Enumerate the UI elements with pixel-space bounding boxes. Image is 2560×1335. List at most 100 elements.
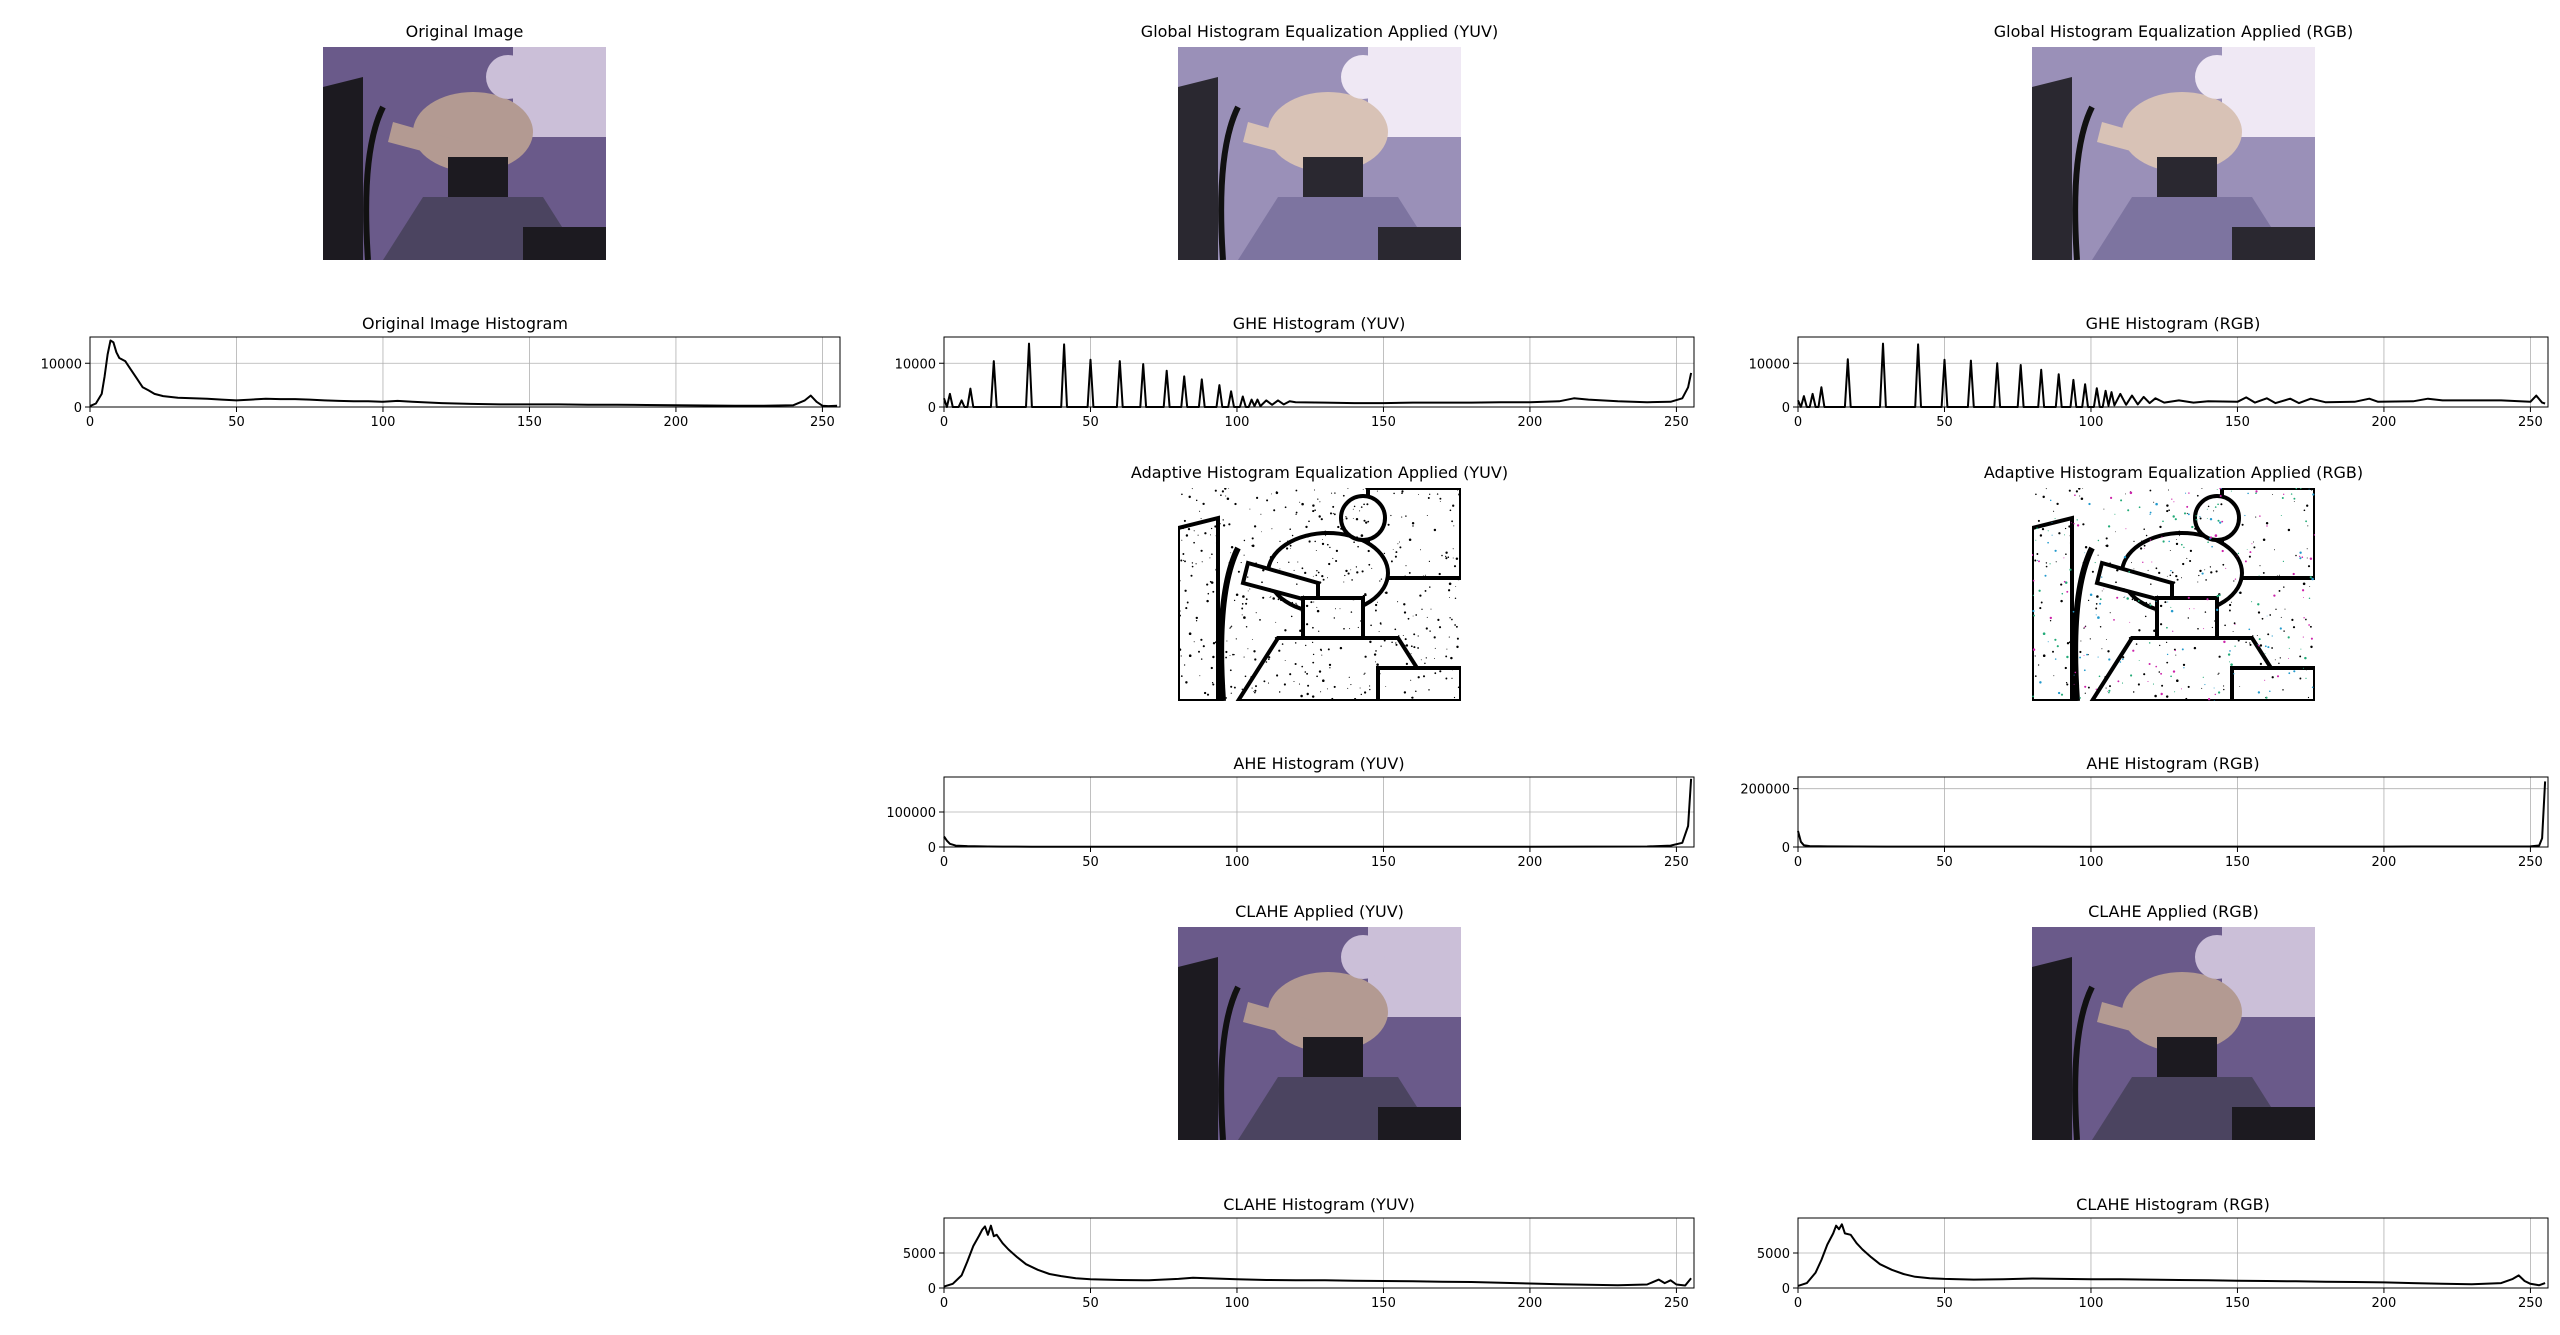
histogram-title: AHE Histogram (YUV) [1233, 754, 1404, 773]
texture-dot [2148, 642, 2151, 644]
texture-dot [2160, 672, 2163, 675]
x-tick-label: 200 [2372, 855, 2397, 870]
texture-dot [1284, 629, 1287, 632]
texture-dot [1321, 542, 1325, 546]
image-title: CLAHE Applied (RGB) [2088, 902, 2259, 921]
texture-dot [2032, 695, 2035, 698]
texture-dot [1387, 523, 1390, 526]
texture-dot [2170, 609, 2174, 613]
texture-dot [1298, 683, 1301, 685]
texture-dot [2183, 546, 2185, 549]
texture-dot [2256, 635, 2258, 636]
texture-dot [2258, 638, 2261, 641]
texture-dot [1183, 664, 1186, 666]
texture-dot [1202, 645, 1205, 648]
texture-dot [2215, 570, 2218, 573]
texture-dot [2189, 549, 2193, 553]
texture-dot [2201, 572, 2204, 575]
texture-dot [2191, 525, 2194, 529]
texture-dot [1249, 508, 1251, 510]
texture-dot [2223, 685, 2225, 687]
texture-dot [2070, 550, 2073, 553]
texture-dot [1441, 488, 1444, 490]
texture-dot [1398, 635, 1400, 637]
texture-dot [1452, 504, 1455, 507]
texture-dot [2199, 569, 2202, 573]
texture-dot [2155, 665, 2158, 668]
photo-chair [323, 77, 363, 260]
texture-dot [2230, 601, 2232, 603]
x-tick-label: 100 [371, 415, 396, 430]
texture-dot [2125, 528, 2127, 530]
texture-dot [1333, 617, 1335, 619]
texture-dot [2036, 559, 2039, 561]
texture-dot [1394, 628, 1397, 631]
texture-dot [1293, 680, 1295, 683]
histogram-title: CLAHE Histogram (RGB) [2076, 1195, 2270, 1214]
texture-dot [1206, 693, 1210, 696]
texture-dot [1368, 563, 1371, 566]
texture-dot [1225, 495, 1227, 497]
x-tick-label: 0 [940, 415, 948, 430]
texture-dot [1382, 555, 1384, 557]
texture-dot [1214, 525, 1217, 528]
x-tick-label: 150 [1371, 415, 1396, 430]
texture-dot [2204, 611, 2207, 613]
texture-dot [1226, 640, 1228, 642]
texture-dot [1453, 696, 1456, 699]
texture-dot [1454, 624, 1456, 626]
texture-dot [2095, 603, 2098, 605]
texture-dot [1301, 600, 1303, 602]
texture-dot [1295, 602, 1297, 605]
texture-dot [2084, 545, 2088, 549]
texture-dot [2099, 625, 2102, 628]
texture-dot [2230, 490, 2232, 492]
texture-dot [2194, 527, 2197, 530]
texture-dot [2213, 510, 2215, 512]
texture-dot [1316, 569, 1318, 572]
panel-ghe-yuv-image: Global Histogram Equalization Applied (Y… [1141, 22, 1498, 260]
texture-dot [2135, 643, 2138, 645]
texture-dot [2149, 602, 2151, 605]
texture-dot [2264, 697, 2266, 699]
x-tick-label: 150 [2225, 1296, 2250, 1311]
texture-dot [2238, 521, 2240, 523]
plot-frame [89, 336, 841, 408]
texture-dot [1311, 695, 1315, 698]
texture-dot [1328, 562, 1331, 566]
x-tick-label: 100 [2079, 415, 2104, 430]
texture-dot [1179, 614, 1181, 617]
texture-dot [2266, 615, 2268, 617]
texture-dot [1405, 662, 1409, 666]
texture-dot [2064, 581, 2068, 584]
texture-dot [2309, 625, 2312, 628]
photo-texture [2032, 488, 2315, 701]
texture-dot [1395, 643, 1398, 646]
texture-dot [1353, 505, 1356, 508]
texture-dot [1251, 544, 1255, 548]
texture-dot [1211, 553, 1213, 555]
texture-dot [2204, 684, 2206, 686]
texture-dot [1265, 661, 1268, 663]
texture-dot [1430, 608, 1432, 610]
texture-dot [2178, 530, 2181, 534]
texture-dot [1352, 517, 1354, 519]
texture-dot [1412, 525, 1414, 527]
texture-dot [2078, 488, 2081, 490]
texture-dot [2064, 666, 2067, 670]
photo-cable [1218, 546, 1241, 701]
texture-dot [2138, 660, 2140, 662]
texture-dot [2108, 658, 2111, 661]
texture-dot [1455, 625, 1458, 628]
texture-dot [1363, 673, 1365, 675]
texture-dot [1228, 523, 1231, 526]
texture-dot [1325, 535, 1327, 537]
texture-dot [1347, 687, 1349, 689]
texture-dot [2167, 489, 2170, 491]
photo-base [2232, 227, 2315, 260]
texture-dot [1218, 532, 1220, 534]
texture-dot [2079, 495, 2081, 497]
image-title: Adaptive Histogram Equalization Applied … [1983, 463, 2364, 482]
texture-dot [1420, 659, 1422, 661]
